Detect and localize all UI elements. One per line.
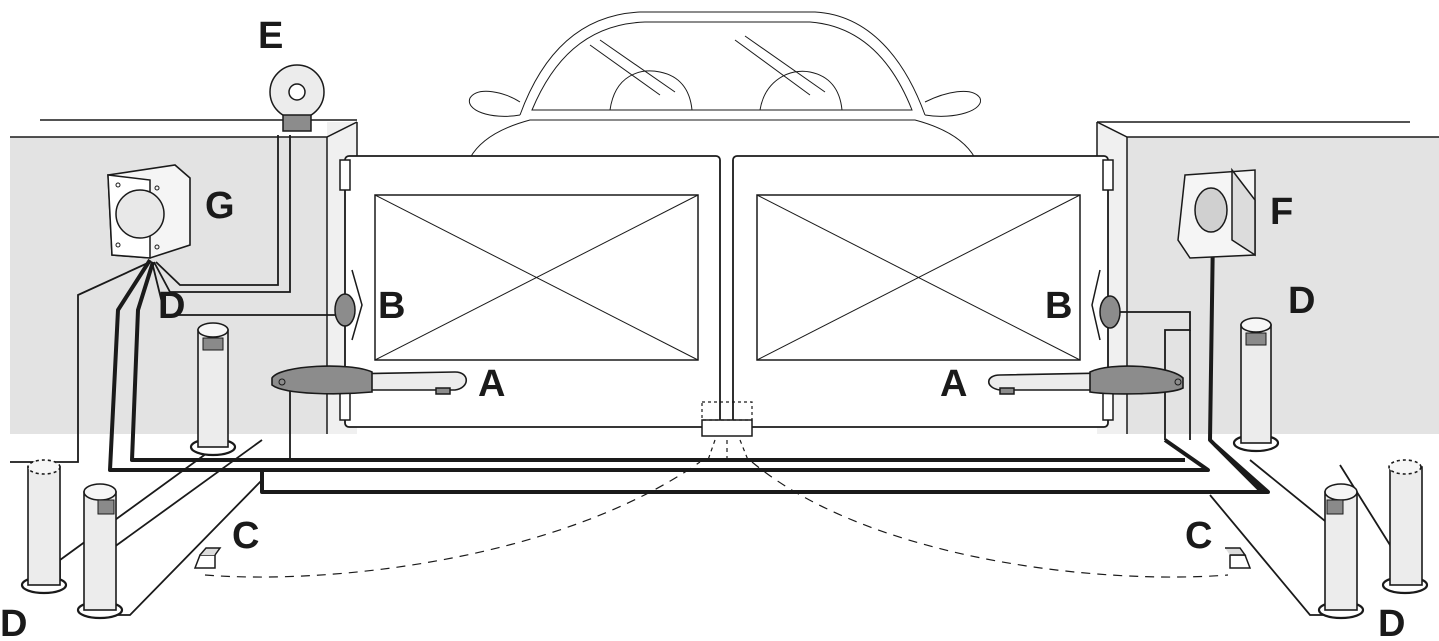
label-d-post-outer-left: D xyxy=(0,603,27,641)
post-photocell-outer-left-front xyxy=(76,483,124,620)
label-d-post-outer-right: D xyxy=(1378,603,1405,641)
label-b-photocell-left: B xyxy=(378,285,405,327)
label-c-floor-stop-right: C xyxy=(1185,515,1212,557)
arm-motor-right xyxy=(987,365,1184,395)
floor-stop-left xyxy=(193,547,222,569)
floor-stop-right xyxy=(1225,547,1252,569)
label-a-motor-right: A xyxy=(940,363,967,405)
label-d-post-inner-left: D xyxy=(158,285,185,327)
flashing-light xyxy=(269,64,325,132)
left-gate-leaf xyxy=(339,155,721,428)
post-photocell-inner-left xyxy=(189,322,237,457)
photocell-left xyxy=(334,269,363,341)
label-a-motor-left: A xyxy=(478,363,505,405)
label-f-key-selector: F xyxy=(1270,191,1293,233)
post-photocell-outer-right-front xyxy=(1317,483,1365,620)
right-gate-leaf xyxy=(732,155,1114,428)
center-gate-stop xyxy=(701,401,753,461)
control-unit xyxy=(107,164,191,259)
label-e-flashing-light: E xyxy=(258,15,283,57)
gate-swing-paths xyxy=(204,461,1229,578)
post-photocell-outer-right-back xyxy=(1381,459,1429,595)
post-photocell-inner-right xyxy=(1232,317,1280,453)
photocell-right xyxy=(1091,269,1121,341)
label-c-floor-stop-left: C xyxy=(232,515,259,557)
post-photocell-outer-left-back xyxy=(20,459,68,595)
key-selector xyxy=(1177,167,1256,259)
label-b-photocell-right: B xyxy=(1045,285,1072,327)
label-d-post-inner-right: D xyxy=(1288,280,1315,322)
arm-motor-left xyxy=(271,365,468,395)
label-g-control-unit: G xyxy=(205,185,235,227)
car-silhouette xyxy=(468,11,981,159)
